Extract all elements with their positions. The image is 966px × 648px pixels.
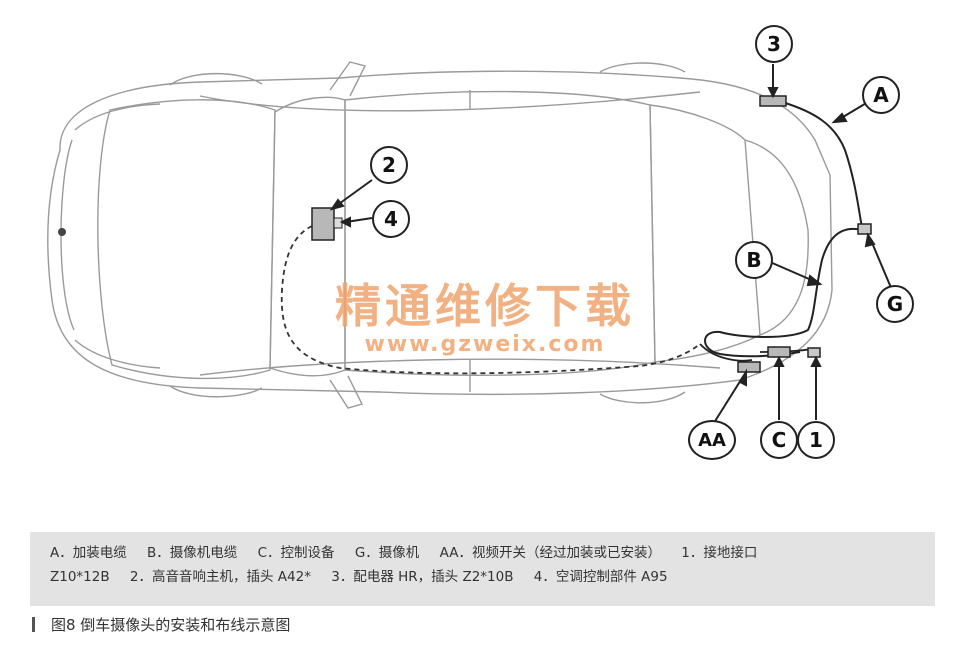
brand-emblem [58, 228, 66, 236]
headlight-bottom [74, 339, 161, 369]
callout-a: A [862, 76, 900, 114]
car-wiring-diagram: 3 A 2 4 B G AA C 1 精通维修下载 www.gzweix.com [47, 25, 914, 460]
car-body-outline [47, 70, 833, 396]
right-mirror [329, 375, 364, 409]
dashed-cable-route [280, 225, 701, 375]
arrow-a [831, 112, 848, 124]
front-wheel-arch-top [169, 72, 263, 86]
arrow-g [864, 232, 876, 248]
control-unit-box [767, 346, 791, 358]
upper-side-line [199, 91, 701, 112]
rear-wheel-arch-bottom [599, 391, 686, 404]
callout-c: C [760, 421, 798, 459]
video-switch-box [737, 361, 761, 373]
legend-item-b: B．摄像机电缆 [147, 545, 238, 561]
arrow-1 [810, 355, 822, 367]
callout-1: 1 [797, 421, 835, 459]
callout-aa: AA [688, 420, 736, 460]
legend-item-aa: AA．视频开关（经过加装或已安装） [439, 545, 661, 561]
arrow-4 [339, 216, 351, 228]
leader-aa [711, 374, 745, 427]
callout-g: G [876, 285, 914, 323]
callout-b: B [735, 241, 773, 279]
callout-4: 4 [372, 200, 410, 238]
rear-wheel-arch-top [599, 62, 686, 73]
head-unit-box [311, 207, 335, 241]
leader-2 [335, 179, 373, 207]
arrow-aa [738, 368, 747, 387]
headlight-top [74, 103, 161, 131]
arrow-b [806, 274, 823, 287]
legend-item-a: A．加装电缆 [50, 545, 127, 561]
rear-window [649, 104, 761, 363]
legend-item-4: 4．空调控制部件 A95 [533, 569, 668, 585]
legend-item-g: G．摄像机 [354, 545, 420, 561]
caption-bar [32, 617, 35, 632]
car-top-view-drawing [47, 61, 893, 427]
legend-item-1: 1．接地接口 [681, 545, 758, 561]
legend-item-2: 2．高音音响主机，插头 A42* [129, 569, 311, 585]
cable-a [781, 101, 863, 229]
lower-side-line [199, 358, 721, 376]
hood-outline [97, 99, 276, 380]
ground-connector-box [807, 347, 821, 358]
front-wheel-arch-bottom [169, 385, 263, 398]
legend-item-3: 3．配电器 HR，插头 Z2*10B [331, 569, 514, 585]
caption-text: 图8 倒车摄像头的安装和布线示意图 [51, 616, 291, 634]
legend-item-1-plug: Z10*12B [50, 569, 110, 585]
trunk-outline [744, 139, 809, 336]
left-mirror [329, 61, 367, 97]
leader-b [769, 261, 817, 283]
legend-item-c: C．控制设备 [257, 545, 335, 561]
leader-g [869, 237, 893, 291]
legend-box: A．加装电缆 B．摄像机电缆 C．控制设备 G．摄像机 AA．视频开关（经过加装… [30, 532, 935, 606]
cable-b [704, 227, 863, 358]
callout-3: 3 [755, 25, 793, 63]
arrow-2 [329, 198, 345, 211]
callout-2: 2 [370, 146, 408, 184]
arrow-3 [767, 87, 779, 99]
camera-box [857, 223, 872, 235]
climate-control-connector [333, 217, 343, 229]
arrow-c [773, 355, 785, 367]
figure-caption: 图8 倒车摄像头的安装和布线示意图 [32, 614, 290, 635]
legend-row-2: Z10*12B 2．高音音响主机，插头 A42* 3．配电器 HR，插头 Z2*… [50, 565, 919, 589]
legend-row-1: A．加装电缆 B．摄像机电缆 C．控制设备 G．摄像机 AA．视频开关（经过加装… [50, 541, 919, 565]
